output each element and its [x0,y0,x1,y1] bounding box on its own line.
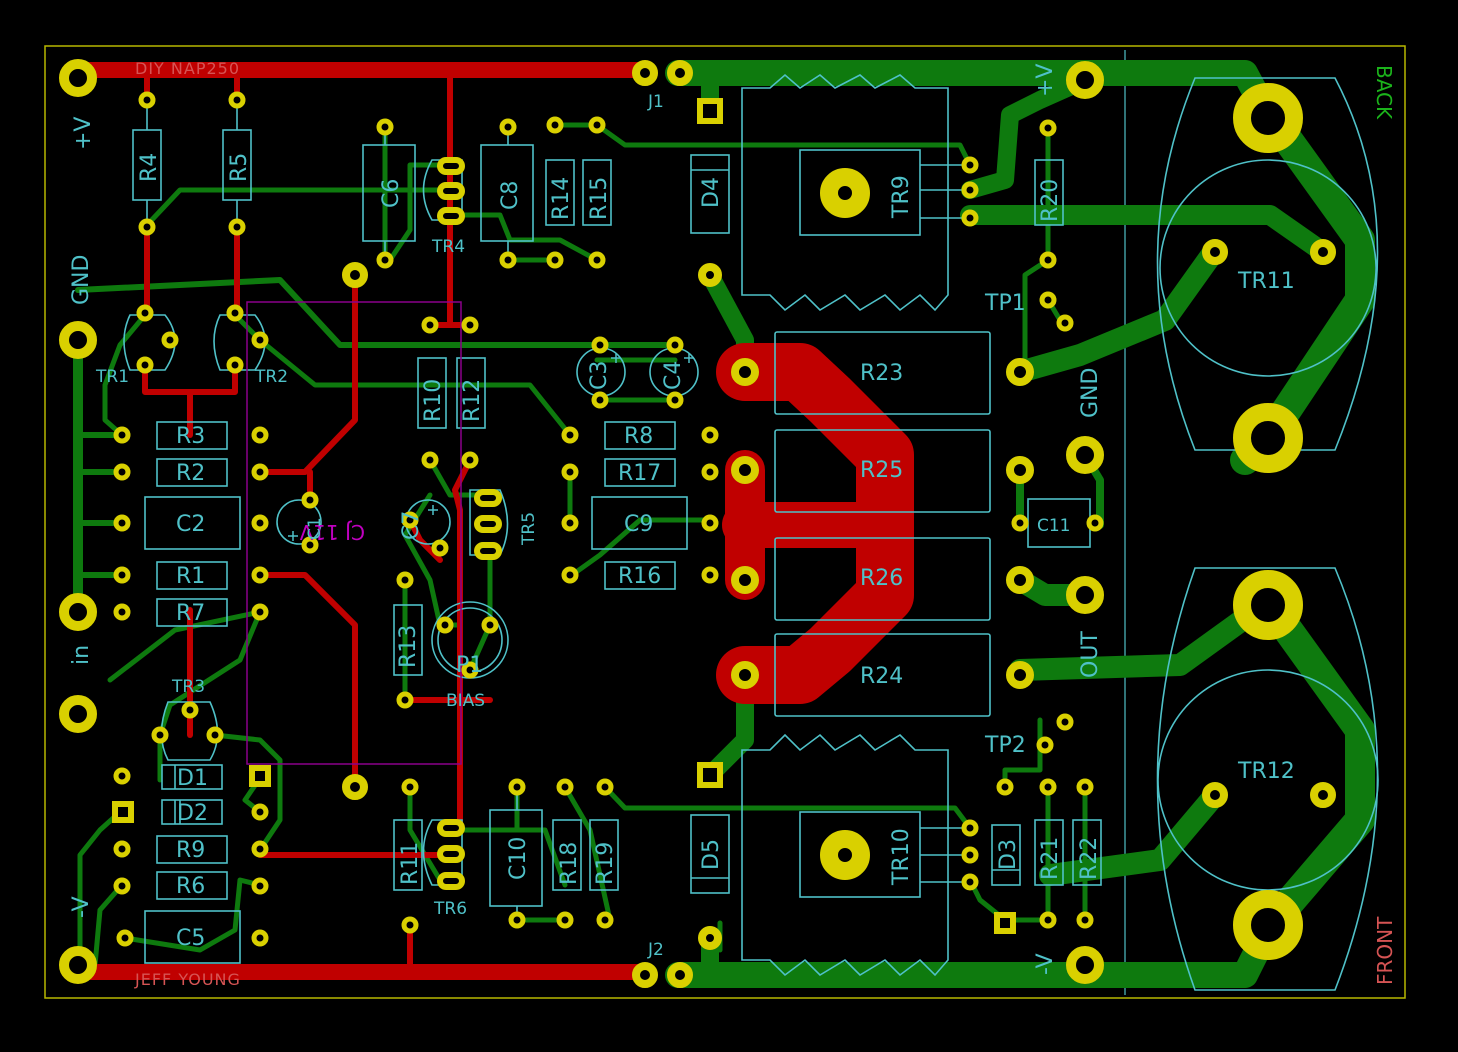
ref-tr3: TR3 [171,677,205,697]
ref-r15: R15 [587,177,612,220]
ref-r20: R20 [1038,179,1063,222]
vplus-right-label: +V [1033,64,1058,97]
ref-r6: R6 [176,874,205,899]
ref-tr2: TR2 [254,367,288,387]
ref-d2: D2 [177,801,208,826]
ref-r16: R16 [618,564,661,589]
ref-tr6: TR6 [433,899,467,919]
ref-c9: C9 [624,512,653,537]
ref-c3: C3 [587,361,612,390]
j2-label: J2 [647,940,664,960]
ref-r7: R7 [176,601,205,626]
bias-label: BIAS [446,691,485,711]
ref-tr1: TR1 [95,367,129,387]
ref-r12: R12 [460,379,485,422]
ref-r5: R5 [227,153,252,182]
mirror-layer-text: CJ 11V [299,520,365,544]
fab-outline [246,301,462,765]
out-right-label: OUT [1078,631,1103,678]
board-outline [44,45,1406,999]
ref-r8: R8 [624,424,653,449]
silk-title-bottom: JEFF YOUNG [134,970,241,989]
silk-title-top: DIY NAP250 [135,59,240,78]
ref-tp2: TP2 [984,733,1026,758]
component-refs-vertical: R4 R5 C6 C8 R14 R15 D4 TR9 R20 R10 R12 C… [137,153,1102,886]
ref-r26: R26 [860,566,903,591]
ref-r11: R11 [398,842,423,885]
gnd-left-label: GND [69,255,94,305]
ref-r24: R24 [860,664,903,689]
ref-tr4: TR4 [431,237,465,257]
ref-r14: R14 [549,177,574,220]
ref-d1: D1 [177,766,208,791]
ref-c5: C5 [176,926,205,951]
vminus-right-label: -V [1033,953,1058,975]
ref-c1: C1 [305,517,325,540]
ref-r4: R4 [137,153,162,182]
ref-r21: R21 [1038,837,1063,880]
ref-tr10: TR10 [889,828,914,886]
ref-c2: C2 [176,512,205,537]
ref-p1: P1 [456,653,483,678]
component-refs-horizontal: TR4 TR11 TR1 TR2 R23 TP1 R3 R2 C2 R8 R17… [95,237,1295,951]
ref-r25: R25 [860,458,903,483]
ref-c10: C10 [506,837,531,880]
ref-r10: R10 [421,379,446,422]
j1-label: J1 [647,92,664,112]
ref-r13: R13 [396,625,421,668]
front-label: FRONT [1373,916,1397,985]
ref-r17: R17 [618,461,661,486]
ref-tr9: TR9 [889,175,914,219]
ref-tp1: TP1 [984,291,1026,316]
ref-d5: D5 [699,839,724,870]
ref-d3: D3 [996,839,1021,870]
ref-c7: C7 [399,511,424,540]
pads [59,59,1336,988]
ref-c4: C4 [661,361,686,390]
ref-tr11: TR11 [1237,269,1295,294]
ref-r3: R3 [176,424,205,449]
ref-tr12: TR12 [1237,759,1295,784]
silkscreen-layer [123,73,1379,991]
ref-r23: R23 [860,361,903,386]
ref-r18: R18 [557,842,582,885]
vplus-left-label: +V [71,117,96,150]
ref-c11: C11 [1037,516,1071,536]
ref-d4: D4 [699,177,724,208]
ref-c6: C6 [379,179,404,208]
ref-r2: R2 [176,461,205,486]
ref-r1: R1 [176,564,205,589]
ref-c8: C8 [498,181,523,210]
vminus-left-label: -V [69,896,94,918]
ref-tr5: TR5 [519,512,539,546]
back-label: BACK [1372,65,1396,120]
polarity-marks [288,353,694,541]
gnd-right-label: GND [1078,368,1103,418]
ref-r19: R19 [593,842,618,885]
in-left-label: in [69,645,94,665]
ref-r9: R9 [176,838,205,863]
ref-r22: R22 [1077,837,1102,880]
